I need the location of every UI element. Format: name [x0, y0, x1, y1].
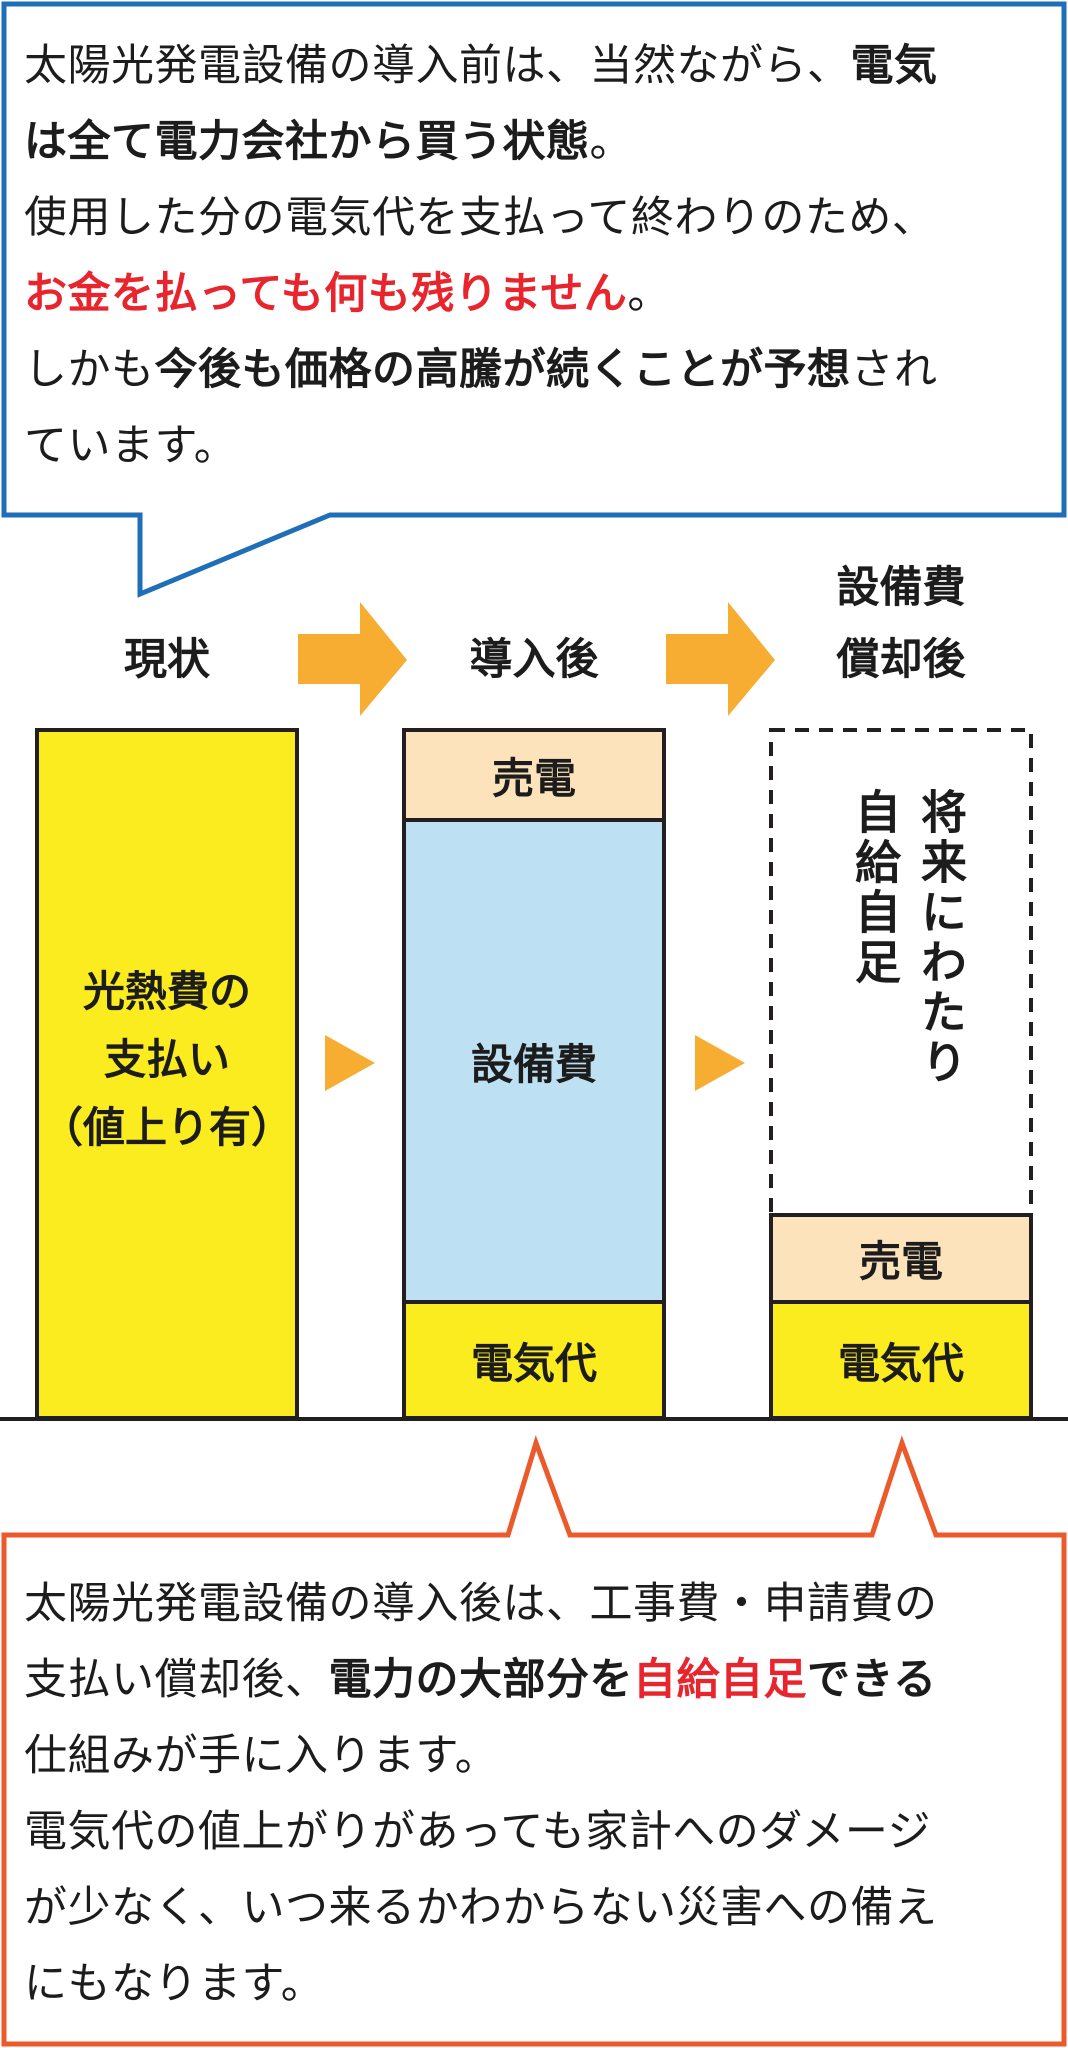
callout-run: 。 — [627, 269, 671, 319]
stage-label-current: 現状 — [124, 635, 210, 685]
callout-line-2: 支払い償却後、電力の大部分を自給自足できる — [24, 1642, 938, 1718]
bar-after-equipment — [402, 818, 666, 1304]
callout-line-5: が少なく、いつ来るかわからない災害への備え — [24, 1870, 938, 1946]
bottom-speech-bubble — [1, 1435, 1067, 2047]
callout-run: 電力の大部分を — [328, 1655, 633, 1705]
callout-run: にもなります。 — [24, 1959, 325, 2009]
bar-amortized-self-sufficient — [769, 728, 1033, 1217]
stage-label-amortized-1: 設備費 — [836, 563, 966, 613]
callout-run: が少なく、いつ来るかわからない災害への備え — [24, 1883, 938, 1933]
bar-triangle-2 — [695, 1035, 745, 1091]
callout-line-6: ています。 — [24, 408, 938, 484]
callout-run: 自給自足 — [633, 1655, 807, 1705]
bar-amortized-self-sufficient-label: 将来にわたり 自給自足 — [848, 788, 968, 1088]
bar-current-label: 光熱費の 支払い （値上り有） — [37, 950, 297, 1170]
bar-current-label-line-1: 光熱費の — [82, 967, 251, 1016]
callout-run: できる — [807, 1655, 937, 1705]
bar-amortized-sell-label: 売電 — [858, 1237, 943, 1286]
stage-arrow-2 — [666, 602, 775, 716]
bar-current — [35, 728, 299, 1420]
callout-run: 支払い償却後、 — [24, 1655, 329, 1705]
bar-after-equipment-label: 設備費 — [470, 1039, 597, 1089]
bar-current-label-line-2: 支払い — [103, 1035, 230, 1084]
stage-label-amortized-2: 償却後 — [836, 635, 966, 685]
callout-run: 仕組みが手に入ります。 — [24, 1731, 499, 1781]
top-speech-bubble — [1, 1, 1067, 598]
callout-line-6: にもなります。 — [24, 1946, 938, 2022]
callout-run: され — [850, 345, 938, 395]
bar-triangle-1 — [325, 1035, 375, 1091]
callout-run: 電気 — [850, 41, 938, 91]
bar-amortized-electricity — [769, 1300, 1033, 1420]
callout-line-4: 電気代の値上がりがあっても家計へのダメージ — [24, 1794, 938, 1870]
callout-line-1: 太陽光発電設備の導入前は、当然ながら、電気 — [24, 28, 938, 104]
callout-run: しかも — [24, 345, 155, 395]
bar-after-electricity-label: 電気代 — [470, 1338, 597, 1388]
callout-run: 今後も価格の高騰が続くことが予想 — [154, 345, 851, 395]
callout-run: 太陽光発電設備の導入前は、当然ながら、 — [24, 41, 851, 91]
top-callout-text: 太陽光発電設備の導入前は、当然ながら、電気は全て電力会社から買う状態。使用した分… — [24, 28, 938, 484]
stage-label-after: 導入後 — [469, 635, 599, 685]
bottom-callout-text: 太陽光発電設備の導入後は、工事費・申請費の支払い償却後、電力の大部分を自給自足で… — [24, 1566, 938, 2022]
bar-amortized-electricity-label: 電気代 — [837, 1338, 964, 1388]
callout-line-4: お金を払っても何も残りません。 — [24, 256, 938, 332]
stage-arrow-1 — [298, 602, 407, 716]
callout-run: 太陽光発電設備の導入後は、工事費・申請費の — [24, 1579, 938, 1629]
callout-line-3: 仕組みが手に入ります。 — [24, 1718, 938, 1794]
callout-run: は全て電力会社から買う状態 — [24, 117, 590, 167]
callout-line-3: 使用した分の電気代を支払って終わりのため、 — [24, 180, 938, 256]
bar-after-sell — [402, 728, 666, 822]
callout-run: ています。 — [24, 421, 238, 471]
callout-line-5: しかも今後も価格の高騰が続くことが予想され — [24, 332, 938, 408]
bar-after-electricity — [402, 1300, 666, 1420]
callout-line-2: は全て電力会社から買う状態。 — [24, 104, 938, 180]
bar-amortized-sell — [769, 1213, 1033, 1304]
bar-current-label-line-3: （値上り有） — [40, 1103, 293, 1152]
callout-run: 電気代の値上がりがあっても家計へのダメージ — [24, 1807, 932, 1857]
callout-line-1: 太陽光発電設備の導入後は、工事費・申請費の — [24, 1566, 938, 1642]
callout-run: お金を払っても何も残りません — [24, 269, 628, 319]
bar-after-sell-label: 売電 — [491, 753, 576, 803]
callout-run: 。 — [589, 117, 633, 167]
callout-run: 使用した分の電気代を支払って終わりのため、 — [24, 193, 936, 243]
